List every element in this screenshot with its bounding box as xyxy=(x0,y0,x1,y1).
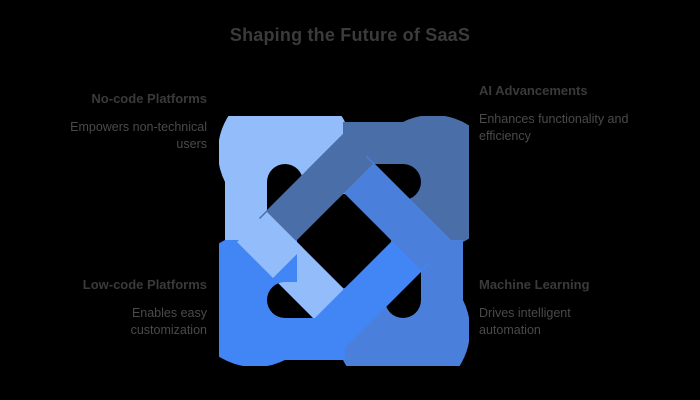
crossing-ml-over-ai xyxy=(385,204,451,270)
quadrant-no-code-platforms: No-code Platforms Empowers non-technical… xyxy=(57,90,207,153)
quadrant-body: Drives intelligent automation xyxy=(479,306,571,337)
interlocking-knot-graphic xyxy=(219,116,469,366)
knot-center-gap xyxy=(319,216,369,266)
crossing-no-code-over-ml xyxy=(237,212,303,278)
quadrant-machine-learning: Machine Learning Drives intelligent auto… xyxy=(479,276,629,339)
quadrant-heading: No-code Platforms xyxy=(91,91,207,106)
quadrant-heading: Low-code Platforms xyxy=(82,277,207,292)
quadrant-heading: AI Advancements xyxy=(479,83,588,98)
quadrant-body: Enhances functionality and efficiency xyxy=(479,112,629,143)
crossing-ai-over-no-code xyxy=(307,134,373,200)
crossing-low-code-over-no-code xyxy=(315,282,381,348)
quadrant-low-code-platforms: Low-code Platforms Enables easy customiz… xyxy=(57,276,207,339)
quadrant-heading: Machine Learning xyxy=(479,277,590,292)
quadrant-body: Empowers non-technical users xyxy=(70,120,207,151)
quadrant-body: Enables easy customization xyxy=(130,306,207,337)
page-title: Shaping the Future of SaaS xyxy=(229,25,471,45)
quadrant-ai-advancements: AI Advancements Enhances functionality a… xyxy=(479,82,629,145)
